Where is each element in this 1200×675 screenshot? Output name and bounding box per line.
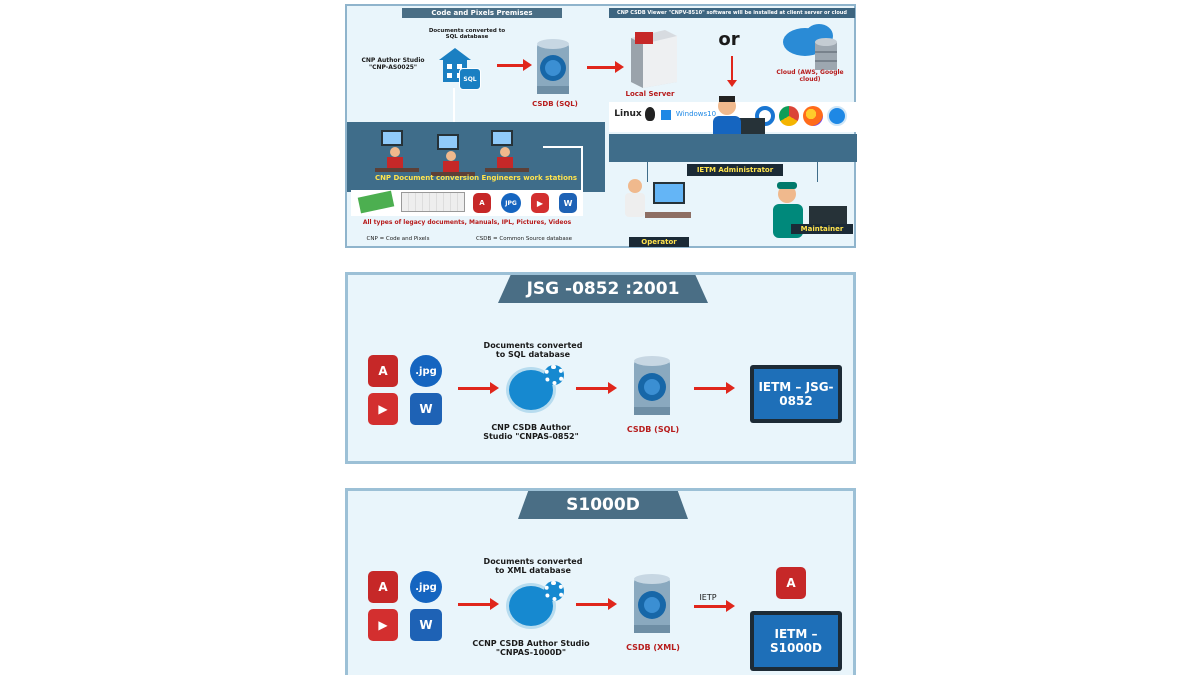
windows-logo-icon — [661, 110, 671, 120]
top-arrow-2 — [587, 61, 624, 73]
firefox-browser-icon — [803, 106, 823, 126]
operator-label: Operator — [629, 237, 689, 247]
bot-arrow-3 — [694, 600, 735, 612]
feedback-arrow-h — [543, 146, 583, 148]
local-server-label: Local Server — [625, 90, 675, 98]
chrome-browser-icon — [779, 106, 799, 126]
top-csdb-server-icon — [537, 39, 569, 94]
workstation-2-icon — [431, 134, 475, 176]
sql-badge-icon: SQL — [459, 68, 481, 90]
bot-ietp-pdf-icon: A — [776, 567, 806, 599]
legend-cnp: CNP = Code and Pixels — [366, 236, 430, 242]
top-arrow-1 — [497, 59, 532, 71]
top-author-studio: CNP Author Studio "CNP-AS0025" — [361, 57, 425, 71]
or-arrow — [731, 56, 733, 82]
bot-pdf-icon: A — [368, 571, 398, 603]
mid-arrow-2 — [576, 382, 617, 394]
bot-csdb-label: CSDB (XML) — [626, 643, 680, 652]
or-arrow-head — [727, 80, 737, 87]
top-docs-converted: Documents converted to SQL database — [428, 28, 506, 41]
cloud-server-icon — [783, 24, 837, 70]
top-video-icon: ▶ — [531, 193, 549, 213]
bot-ietp-label: IETP — [699, 593, 717, 602]
mid-ietm-screen: IETM – JSG-0852 — [754, 369, 838, 419]
admin-to-operator-line — [647, 162, 648, 182]
bot-ietm-monitor: IETM – S1000D — [750, 611, 842, 671]
mid-csdb-server-icon — [634, 356, 670, 415]
cloud-label: Cloud (AWS, Google cloud) — [776, 69, 844, 83]
jsg-tab: JSG -0852 :2001 — [498, 275, 708, 303]
admin-band — [609, 134, 857, 162]
top-panel: Code and Pixels Premises CNP CSDB Viewer… — [345, 4, 857, 248]
mid-jpg-icon: .jpg — [410, 355, 442, 387]
legacy-docs-label: All types of legacy documents, Manuals, … — [362, 219, 572, 226]
admin-to-maintainer-line — [817, 162, 818, 182]
maintainer-label: Maintainer — [791, 224, 853, 234]
or-text: or — [718, 29, 740, 50]
mid-csdb-label: CSDB (SQL) — [626, 425, 680, 434]
top-jpg-icon: JPG — [501, 193, 521, 213]
operator-person-icon — [625, 179, 691, 218]
studio-up-arrow — [453, 88, 455, 122]
top-jpg-label: JPG — [505, 199, 517, 207]
os-windows-label: Windows10 — [675, 110, 717, 118]
mid-pdf-icon: A — [368, 355, 398, 387]
mid-ietm-monitor: IETM – JSG-0852 — [750, 365, 842, 423]
tux-icon — [645, 107, 655, 121]
bot-video-icon: ▶ — [368, 609, 398, 641]
sql-badge-label: SQL — [463, 75, 477, 83]
bot-arrow-2 — [576, 598, 617, 610]
mid-jpg-label: .jpg — [415, 365, 437, 377]
top-pdf-icon: A — [473, 193, 491, 213]
local-server-icon — [631, 30, 677, 88]
jsg-panel: JSG -0852 :2001 A .jpg ▶ W Documents con… — [345, 272, 856, 464]
mid-video-icon: ▶ — [368, 393, 398, 425]
legend-csdb: CSDB = Common Source database — [475, 236, 573, 242]
premises-title: Code and Pixels Premises — [402, 8, 562, 18]
feedback-arrow-v — [581, 146, 583, 194]
workstation-1-icon — [375, 130, 419, 172]
bot-docs-converted: Documents converted to XML database — [483, 557, 583, 576]
bot-gear-icon — [544, 581, 564, 601]
bot-jpg-label: .jpg — [415, 581, 437, 593]
safari-browser-icon — [827, 106, 847, 126]
mid-word-icon: W — [410, 393, 442, 425]
mid-gear-icon — [544, 365, 564, 385]
mid-arrow-3 — [694, 382, 735, 394]
bot-csdb-server-icon — [634, 574, 670, 633]
bot-word-icon: W — [410, 609, 442, 641]
ietm-admin-label: IETM Administrator — [687, 164, 783, 176]
mid-author-studio: CNP CSDB Author Studio "CNPAS-0852" — [483, 423, 579, 442]
os-linux-label: Linux — [614, 109, 642, 119]
s1000d-panel: S1000D A .jpg ▶ W Documents converted to… — [345, 488, 856, 675]
mid-arrow-1 — [458, 382, 499, 394]
bot-arrow-1 — [458, 598, 499, 610]
workstation-3-icon — [485, 130, 529, 172]
workstations-label: CNP Document conversion Engineers work s… — [374, 174, 578, 182]
top-csdb-label: CSDB (SQL) — [532, 100, 578, 108]
bot-ietm-screen: IETM – S1000D — [754, 615, 838, 667]
bot-jpg-icon: .jpg — [410, 571, 442, 603]
s1000d-tab: S1000D — [518, 491, 688, 519]
mid-docs-converted: Documents converted to SQL database — [483, 341, 583, 360]
bot-author-studio: CCNP CSDB Author Studio "CNPAS-1000D" — [472, 639, 590, 658]
engineering-drawing-icon — [401, 192, 465, 212]
viewer-title: CNP CSDB Viewer "CNPV-8510" software wil… — [609, 8, 855, 18]
top-word-icon: W — [559, 193, 577, 213]
